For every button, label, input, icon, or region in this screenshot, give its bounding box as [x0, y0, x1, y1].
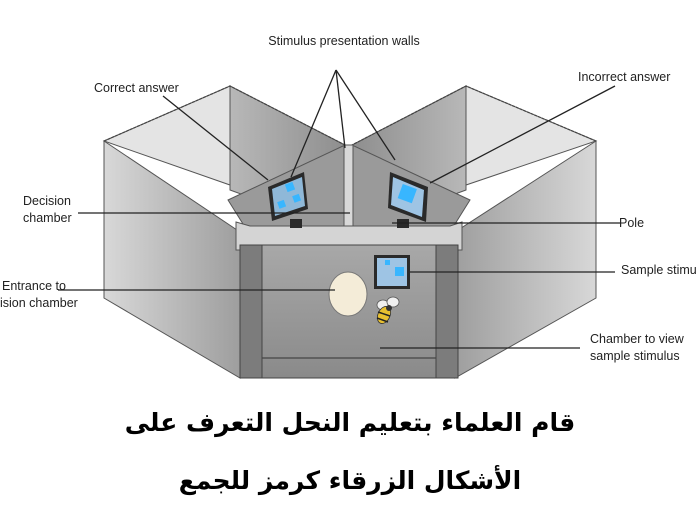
sample-stimulus	[374, 255, 410, 289]
entrance-hole	[328, 271, 368, 317]
label-pole: Pole	[619, 216, 644, 230]
label-decision-chamber-2: chamber	[23, 211, 72, 225]
label-stimulus-walls: Stimulus presentation walls	[268, 34, 419, 48]
decision-chamber-rim	[235, 221, 463, 251]
label-sample-stimulus: Sample stimu	[621, 263, 697, 277]
label-view-chamber-1: Chamber to view	[590, 332, 685, 346]
bee-icon	[376, 296, 400, 324]
label-entrance-2: ision chamber	[0, 296, 78, 310]
caption-line-1: قام العلماء بتعليم النحل التعرف على	[124, 408, 576, 437]
caption-line-2: الأشكال الزرقاء كرمز للجمع	[178, 466, 522, 495]
pointer-lines	[58, 69, 620, 349]
label-decision-chamber-1: Decision	[23, 194, 71, 208]
label-view-chamber-2: sample stimulus	[590, 349, 680, 363]
incorrect-stimulus	[388, 172, 428, 228]
label-incorrect-answer: Incorrect answer	[578, 70, 670, 84]
label-entrance-1: Entrance to	[2, 279, 66, 293]
correct-stimulus	[268, 172, 308, 228]
label-correct-answer: Correct answer	[94, 81, 179, 95]
